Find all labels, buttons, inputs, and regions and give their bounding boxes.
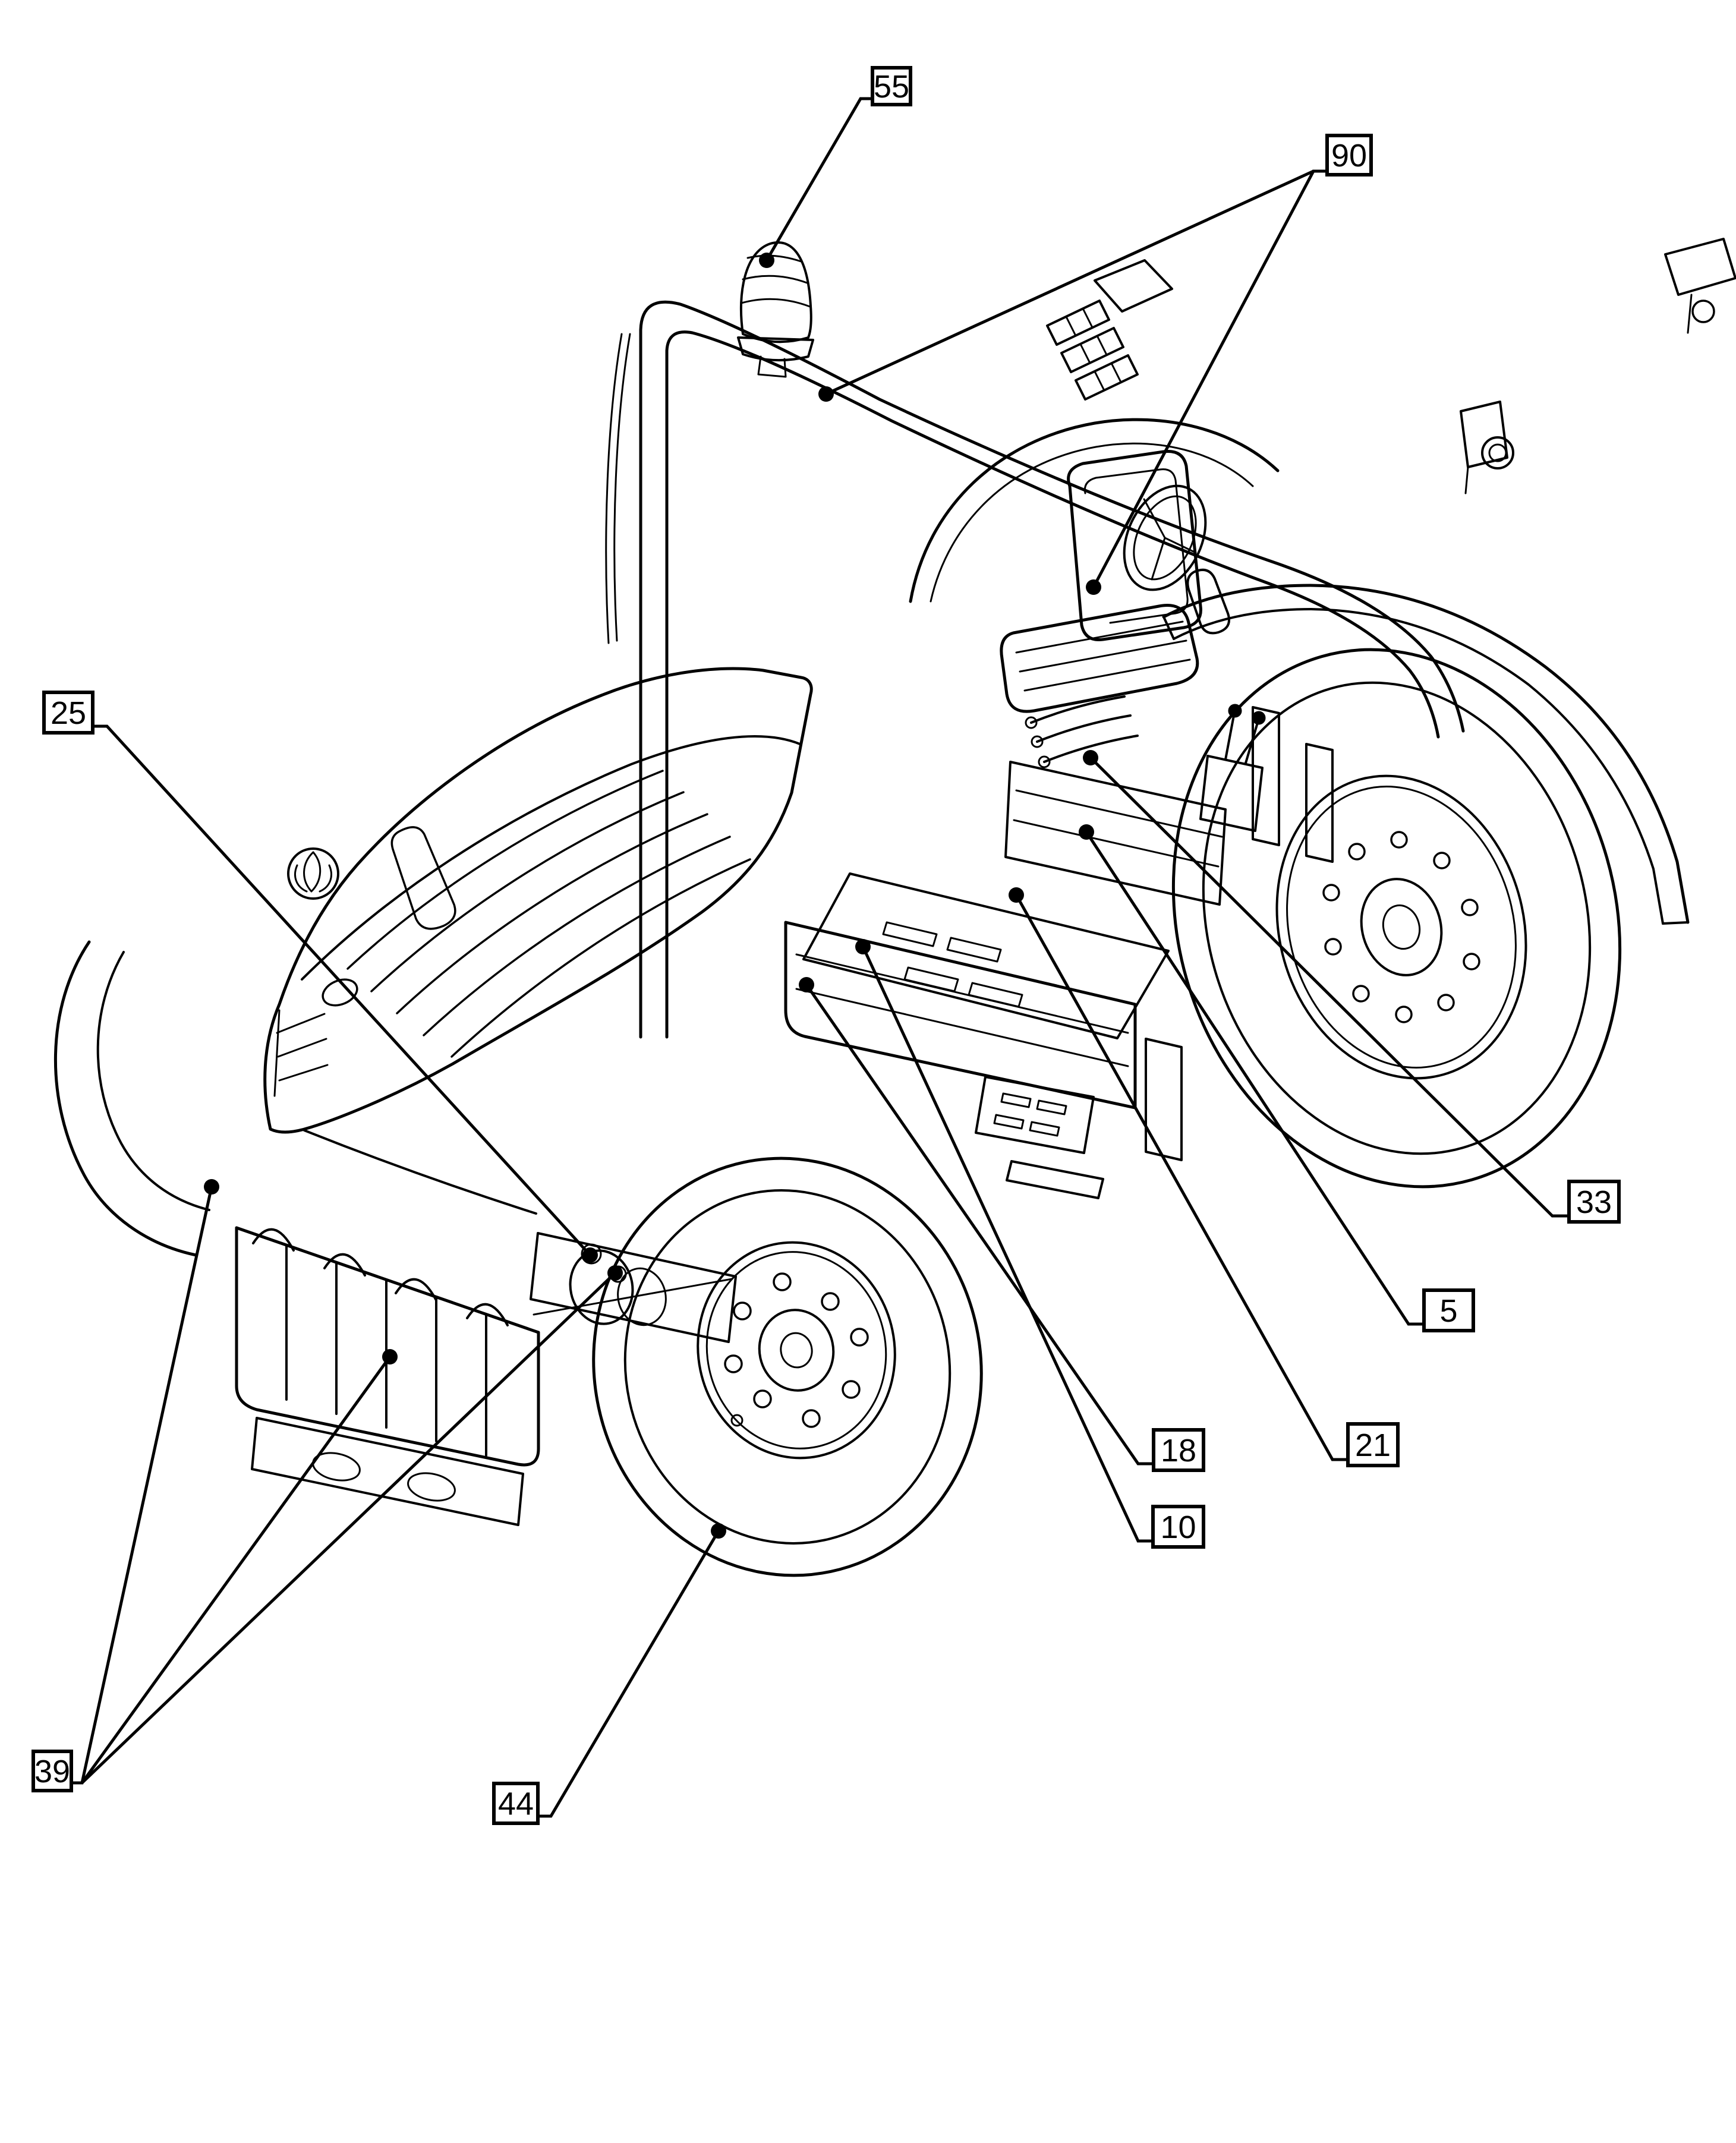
callout-18[interactable]: 18 (799, 977, 1205, 1472)
callouts-layer: 55 90 25 33 5 21 18 10 39 44 (31, 66, 1621, 1825)
step-slots (993, 1092, 1067, 1137)
control-console (1199, 755, 1264, 832)
leader-dot (711, 1523, 726, 1539)
leader-line (93, 724, 591, 1256)
leader-dot (1086, 579, 1101, 595)
step-plate (975, 1076, 1095, 1154)
hood-side-recess (390, 826, 456, 930)
callout-box[interactable] (1567, 1180, 1621, 1224)
leader-dot (1083, 750, 1098, 765)
leader-dot (1009, 887, 1024, 903)
leader-line (805, 984, 1154, 1466)
leader-line (538, 1530, 720, 1818)
callout-box[interactable] (1151, 1505, 1205, 1549)
console-post (1252, 706, 1334, 863)
headlight (322, 978, 358, 1007)
callout-number: 10 (1160, 1509, 1196, 1545)
callout-number: 90 (1331, 138, 1367, 174)
callout-5[interactable]: 5 (1079, 824, 1475, 1332)
right-rear-details (1460, 238, 1736, 494)
grab-handle (605, 333, 631, 644)
callout-box[interactable] (1152, 1428, 1205, 1472)
callout-number: 5 (1439, 1293, 1457, 1329)
callout-box[interactable] (1325, 134, 1373, 177)
wheel-bolts (724, 1272, 869, 1428)
callout-box[interactable] (1346, 1422, 1400, 1467)
callout-number: 21 (1355, 1427, 1391, 1463)
front-wheel (592, 1156, 983, 1577)
rear-left-fender (909, 418, 1280, 603)
chassis (784, 704, 1334, 1199)
brand-emblem (287, 847, 339, 900)
callout-33[interactable]: 33 (1083, 750, 1621, 1224)
leader-dot (382, 1349, 398, 1364)
weight-handles (252, 1228, 509, 1326)
callout-10[interactable]: 10 (855, 939, 1205, 1549)
floor-slots (882, 921, 1023, 1008)
callout-39[interactable]: 39 (31, 1179, 623, 1792)
rear-wheel (1171, 648, 1622, 1189)
leader-line (861, 946, 1153, 1543)
callout-box[interactable] (1422, 1288, 1475, 1332)
callout-number: 18 (1161, 1433, 1196, 1468)
leader-dot (582, 1247, 598, 1263)
leader-line (71, 1272, 616, 1785)
grille (273, 1009, 329, 1097)
callout-90[interactable]: 90 (818, 134, 1373, 595)
platform-floor (802, 872, 1170, 1039)
callout-44[interactable]: 44 (492, 1523, 726, 1825)
hood (263, 667, 813, 1215)
seat-suspension (1030, 695, 1139, 763)
leader-dot (607, 1265, 623, 1281)
callout-number: 25 (51, 695, 86, 731)
rops-frame (605, 300, 1465, 1039)
beacon-light (737, 241, 814, 378)
fuel-tank (784, 921, 1137, 1110)
leader-dot (799, 977, 814, 992)
operator-seat (1000, 450, 1230, 768)
hood-ridge (301, 735, 801, 981)
front-left-wheel (53, 940, 210, 1257)
leader-dot (818, 386, 834, 402)
callout-number: 55 (874, 69, 909, 105)
seat-cushion (1000, 604, 1199, 713)
lower-step (1006, 1160, 1104, 1199)
armrest (1186, 569, 1230, 635)
callout-25[interactable]: 25 (42, 691, 598, 1263)
leader-line (765, 97, 872, 261)
front-weights (235, 1226, 540, 1526)
callout-number: 44 (498, 1786, 534, 1822)
leader-line (1085, 831, 1424, 1326)
under-seat-panel (1004, 761, 1227, 906)
callout-box[interactable] (42, 691, 94, 735)
callout-number: 33 (1576, 1184, 1612, 1220)
rear-fender (1162, 584, 1690, 925)
mirror-bracket (1460, 401, 1508, 468)
leader-line (825, 169, 1327, 396)
callout-box[interactable] (492, 1782, 540, 1825)
leader-dot (855, 939, 871, 954)
callout-number: 39 (34, 1754, 70, 1789)
leader-dot (759, 253, 774, 268)
steering-wheel (1123, 484, 1207, 591)
callout-21[interactable]: 21 (1009, 887, 1400, 1467)
leader-dot (1079, 824, 1094, 840)
leader-line (71, 1356, 392, 1785)
callout-box[interactable] (871, 66, 912, 106)
leader-line (1092, 169, 1327, 588)
wheel-bolts (1322, 831, 1480, 1023)
leader-line (71, 1186, 213, 1785)
rear-remote-valves (1046, 259, 1173, 401)
leader-line (1089, 757, 1569, 1218)
hood-louvers (346, 770, 751, 1058)
tractor-illustration (53, 238, 1736, 1577)
callout-box[interactable] (31, 1750, 73, 1792)
weight-bracket (251, 1417, 524, 1526)
step-column (1145, 1038, 1183, 1161)
leader-dot (204, 1179, 219, 1195)
hitch-bracket (1664, 238, 1736, 296)
leader-line (1014, 894, 1348, 1461)
work-lamp (1481, 436, 1514, 469)
callout-55[interactable]: 55 (759, 66, 912, 268)
